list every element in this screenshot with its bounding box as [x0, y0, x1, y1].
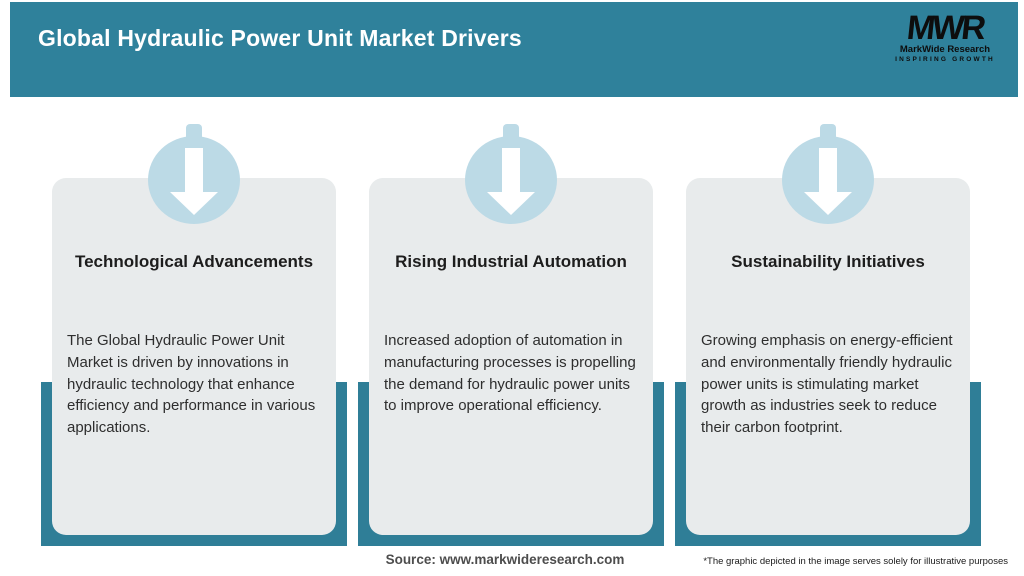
logo-tagline: INSPIRING GROWTH	[895, 56, 995, 63]
source-text: Source: www.markwideresearch.com	[385, 552, 625, 567]
driver-card-rising-industrial-automation: Rising Industrial Automation Increased a…	[369, 178, 653, 535]
header-bar: Global Hydraulic Power Unit Market Drive…	[10, 2, 1018, 97]
card-body: Growing emphasis on energy-efficient and…	[701, 332, 953, 436]
disclaimer-text: *The graphic depicted in the image serve…	[703, 556, 1008, 567]
card-body: The Global Hydraulic Power Unit Market i…	[67, 332, 316, 436]
logo-name: MarkWide Research	[899, 44, 991, 55]
arrow-shaft-shape	[502, 148, 520, 194]
card-title: Rising Industrial Automation	[395, 252, 627, 271]
card-body: Increased adoption of automation in manu…	[384, 332, 636, 415]
arrow-shaft-shape	[819, 148, 837, 194]
down-arrow-icon	[465, 124, 557, 224]
driver-card-technological-advancements: Technological Advancements The Global Hy…	[52, 178, 336, 535]
arrow-head-shape	[170, 192, 218, 215]
markwide-research-logo: MWR MarkWide Research INSPIRING GROWTH	[886, 9, 1004, 63]
logo-monogram: MWR	[905, 9, 985, 47]
page-title: Global Hydraulic Power Unit Market Drive…	[38, 25, 522, 51]
card-title: Technological Advancements	[74, 252, 314, 271]
down-arrow-icon	[782, 124, 874, 224]
arrow-head-shape	[487, 192, 535, 215]
card-title: Sustainability Initiatives	[731, 252, 925, 271]
arrow-head-shape	[804, 192, 852, 215]
arrow-shaft-shape	[185, 148, 203, 194]
down-arrow-icon	[148, 124, 240, 224]
driver-card-sustainability-initiatives: Sustainability Initiatives Growing empha…	[686, 178, 970, 535]
